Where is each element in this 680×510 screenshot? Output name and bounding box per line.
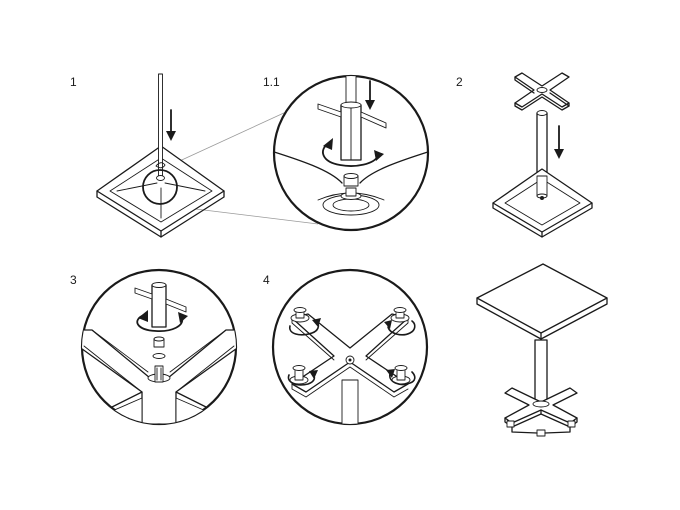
step-2-illustration [492,72,593,238]
bolt-rod [155,73,166,181]
square-base-plate [492,168,593,238]
rotate-arrow-icon [384,320,416,336]
step-label-4: 4 [263,273,270,287]
step-label-1: 1 [70,75,77,89]
down-arrow-icon [365,80,375,110]
step-label-1-1: 1.1 [263,75,280,89]
rotate-arrow-icon [322,138,384,167]
detail-focus-circle [142,169,178,205]
down-arrow-icon [166,109,176,141]
cross-top-spider [514,72,570,111]
step-label-3: 3 [70,273,77,287]
glide-foot-top-left [290,307,310,323]
table-cross-base [504,387,578,437]
rotate-arrow-icon [136,310,188,332]
glide-foot-top-right [390,307,410,323]
assembled-table [476,263,608,437]
step-1-illustration [96,73,319,238]
square-base-plate [96,145,225,238]
step-3-detail-view [80,268,238,426]
table-top [476,263,608,340]
step-1-1-detail-view [272,74,430,232]
step-label-2: 2 [456,75,463,89]
step-4-detail-view [271,268,429,426]
glide-foot-bottom-left [289,365,309,385]
rotate-arrow-icon [386,369,416,386]
glide-foot-bottom-right [391,365,411,385]
rotate-arrow-icon [289,318,321,336]
table-column [534,339,548,403]
rotate-arrow-icon [287,370,318,386]
down-arrow-icon [554,125,564,159]
